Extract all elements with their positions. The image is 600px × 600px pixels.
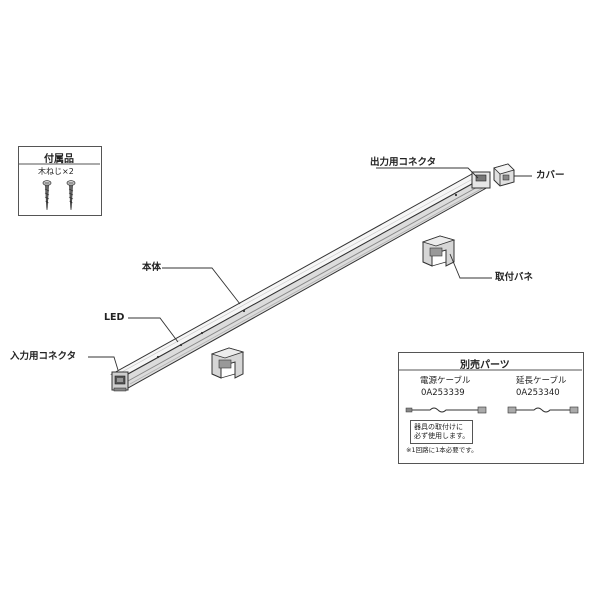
power-cable-code: 0A253339: [421, 388, 465, 398]
wood-screw-icon: [42, 180, 76, 211]
power-cable-note: 器具の取付けに 必ず使用します。: [410, 420, 474, 444]
leader-led: [128, 317, 179, 343]
wood-screw-label: 木ねじ×2: [38, 167, 74, 176]
leader-body: [162, 267, 241, 305]
input-connector-icon: [111, 371, 129, 392]
mounting-spring-label: 取付バネ: [495, 272, 534, 283]
extension-cable-name: 延長ケーブル: [516, 376, 567, 386]
power-cable-name: 電源ケーブル: [420, 376, 471, 386]
accessories-box: [18, 146, 102, 216]
accessories-title: 付属品: [44, 154, 74, 165]
note-line-2: 必ず使用します。: [414, 431, 470, 440]
leader-input-connector: [88, 356, 119, 371]
body-label: 本体: [142, 262, 162, 273]
leader-lines: [88, 167, 532, 371]
cover-icon: [493, 163, 515, 187]
separate-parts-box: [398, 352, 584, 464]
cover-label: カバー: [536, 170, 565, 181]
leader-mounting-spring: [449, 253, 492, 279]
output-connector-label: 出力用コネクタ: [370, 157, 437, 168]
mounting-spring-icon: [210, 347, 245, 379]
separate-parts-footnote: ※1回路に1本必要です。: [406, 446, 478, 454]
note-line-1: 器具の取付けに: [414, 423, 463, 431]
extension-cable-icon: [507, 406, 579, 414]
led-label: LED: [104, 312, 125, 323]
leader-output-connector: [376, 167, 479, 179]
power-cable-icon: [405, 406, 487, 414]
separate-parts-title: 別売パーツ: [460, 360, 510, 371]
input-connector-label: 入力用コネクタ: [10, 351, 77, 362]
mounting-spring-icon: [421, 235, 456, 267]
extension-cable-code: 0A253340: [516, 388, 560, 398]
